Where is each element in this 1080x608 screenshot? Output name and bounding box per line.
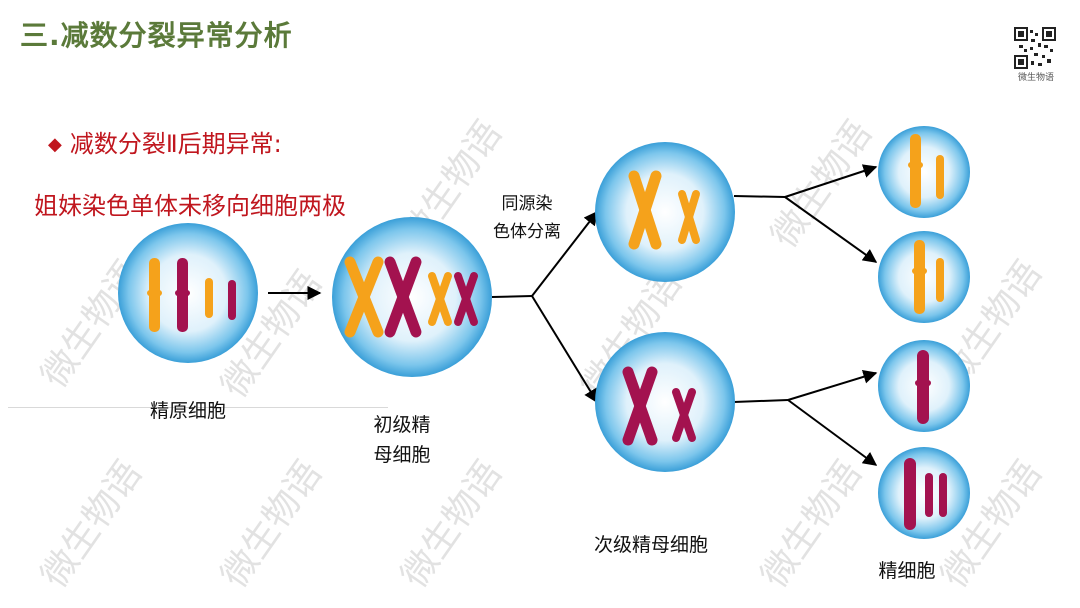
arrow-to-secondary-bottom — [531, 295, 598, 404]
label-primary-spermatocyte: 初级精 母细胞 — [356, 410, 448, 470]
arrow-stem-primary — [491, 295, 533, 298]
sperm-cell-1 — [878, 126, 970, 218]
arrow-to-sperm-1 — [784, 164, 878, 198]
arrow-to-sperm-2 — [784, 196, 878, 263]
label-primary-line-2: 母细胞 — [373, 444, 431, 466]
arrow-to-sperm-4 — [787, 399, 878, 466]
label-sperm-cell: 精细胞 — [878, 560, 936, 582]
subtitle-line-2: 姐妹染色单体未移向细胞两极 — [34, 192, 346, 220]
arrow-stem-bottom — [733, 399, 789, 403]
label-secondary-spermatocyte: 次级精母细胞 — [593, 534, 708, 556]
arrows — [268, 164, 878, 466]
secondary-spermatocyte-top — [595, 142, 735, 282]
watermark: 微生物语 — [214, 454, 330, 595]
label-homolog-separation: 同源染 色体分离 — [478, 190, 576, 246]
label-arrow-line-2: 色体分离 — [493, 222, 561, 242]
watermark: 微生物语 — [34, 454, 150, 595]
arrow-to-secondary-top — [531, 210, 598, 297]
diamond-bullet-icon: ◆ — [48, 134, 62, 155]
arrow-to-sperm-3 — [787, 370, 878, 401]
qr-caption: 微生物语 — [1017, 73, 1054, 83]
subtitle-line-1: 减数分裂Ⅱ后期异常: — [69, 130, 282, 158]
label-primary-line-1: 初级精 — [373, 414, 431, 436]
chromosome-magenta-short — [228, 280, 236, 320]
primary-spermatocyte-cell — [332, 217, 492, 377]
chromosome-orange-short — [205, 278, 213, 318]
sperm-cell-4 — [878, 447, 970, 539]
watermark: 微生物语 — [394, 454, 510, 595]
secondary-spermatocyte-bottom — [595, 332, 735, 472]
label-spermatogonium: 精原细胞 — [149, 400, 226, 422]
sperm-cell-3 — [878, 340, 970, 432]
section-subtitle: ◆ 减数分裂Ⅱ后期异常: — [48, 124, 282, 159]
page-title: 三.减数分裂异常分析 — [20, 19, 293, 52]
qr-code-icon — [1014, 27, 1056, 69]
watermark: 微生物语 — [754, 454, 870, 595]
label-arrow-line-1: 同源染 — [501, 194, 553, 214]
sperm-cell-2 — [878, 231, 970, 323]
divider — [8, 407, 388, 408]
spermatogonium-cell — [118, 223, 258, 363]
arrow-stem-top — [733, 195, 786, 198]
